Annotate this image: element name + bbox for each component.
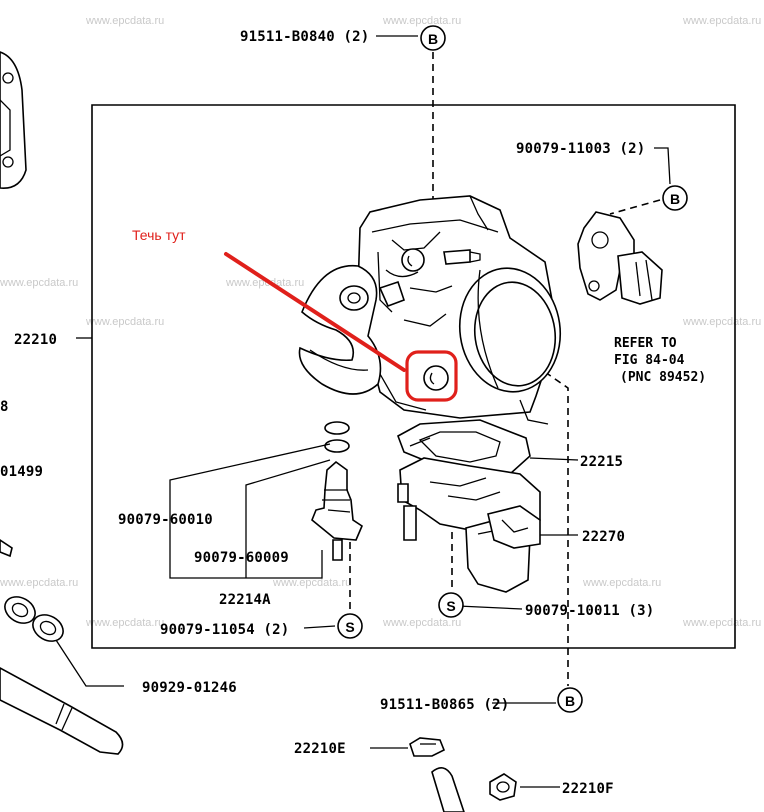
watermark: www.epcdata.ru xyxy=(582,577,661,589)
label-oring-1: 90079-60010 xyxy=(118,512,213,528)
label-throttle-body: 22210 xyxy=(14,332,57,348)
watermark: www.epcdata.ru xyxy=(85,15,164,27)
label-clamp-e: 22210E xyxy=(294,741,346,757)
callout-s-right: S xyxy=(438,592,464,618)
watermark: www.epcdata.ru xyxy=(682,15,761,27)
label-refer-3: (PNC 89452) xyxy=(620,370,706,385)
clamp-f xyxy=(489,773,517,801)
callout-b-right: B xyxy=(662,185,688,211)
svg-text:B: B xyxy=(565,693,575,709)
watermark: www.epcdata.ru xyxy=(0,277,78,289)
throttle-body xyxy=(357,195,562,425)
label-screw-s-right: 90079-10011 (3) xyxy=(525,603,654,619)
leak-marker: Течь тут xyxy=(132,227,458,402)
label-hose: 90929-01246 xyxy=(142,680,237,696)
callout-s-left: S xyxy=(337,613,363,639)
label-bolt-bottom: 91511-B0865 (2) xyxy=(380,697,509,713)
label-refer-1: REFER TO xyxy=(614,336,677,351)
label-sensor: 22214A xyxy=(219,592,271,608)
group-frame xyxy=(91,104,736,649)
clamp-e xyxy=(409,737,446,757)
sensor-right xyxy=(577,211,663,305)
svg-text:S: S xyxy=(345,619,354,635)
callout-b-bottom: B xyxy=(557,687,583,713)
label-screw-s-left: 90079-11054 (2) xyxy=(160,622,289,638)
leader-right-b xyxy=(609,199,661,215)
watermark: www.epcdata.ru xyxy=(85,316,164,328)
watermark: www.epcdata.ru xyxy=(382,617,461,629)
callout-b-top: B xyxy=(420,25,446,51)
iac-valve xyxy=(397,457,541,593)
label-refer-2: FIG 84-04 xyxy=(614,353,685,368)
adjacent-part-left-top xyxy=(0,51,27,189)
watermark: www.epcdata.ru xyxy=(272,577,351,589)
watermark: www.epcdata.ru xyxy=(85,617,164,629)
watermark: www.epcdata.ru xyxy=(225,277,304,289)
label-iac-valve: 22270 xyxy=(582,529,625,545)
watermark: www.epcdata.ru xyxy=(682,617,761,629)
annotation-text: Течь тут xyxy=(132,227,186,243)
leader-bottom-bolt xyxy=(544,371,569,686)
adjacent-part-left-nuts xyxy=(0,539,64,642)
watermark: www.epcdata.ru xyxy=(682,316,761,328)
label-bolt-top: 91511-B0840 (2) xyxy=(240,29,369,45)
svg-text:B: B xyxy=(670,191,680,207)
watermarks: www.epcdata.ru www.epcdata.ru www.epcdat… xyxy=(0,15,761,629)
watermark: www.epcdata.ru xyxy=(382,15,461,27)
hose-part xyxy=(0,667,124,755)
label-gasket: 22215 xyxy=(580,454,623,470)
hose-lower xyxy=(431,767,465,812)
leader-lines xyxy=(55,35,671,788)
label-oring-2: 90079-60009 xyxy=(194,550,289,566)
label-edge-8: 8 xyxy=(0,399,9,415)
label-screw-b-right: 90079-11003 (2) xyxy=(516,141,645,157)
label-clamp-f: 22210F xyxy=(562,781,614,797)
label-edge-01499: 01499 xyxy=(0,464,43,480)
watermark: www.epcdata.ru xyxy=(0,577,78,589)
sensor-22214a xyxy=(311,421,363,561)
svg-text:S: S xyxy=(446,598,455,614)
svg-text:B: B xyxy=(428,31,438,47)
